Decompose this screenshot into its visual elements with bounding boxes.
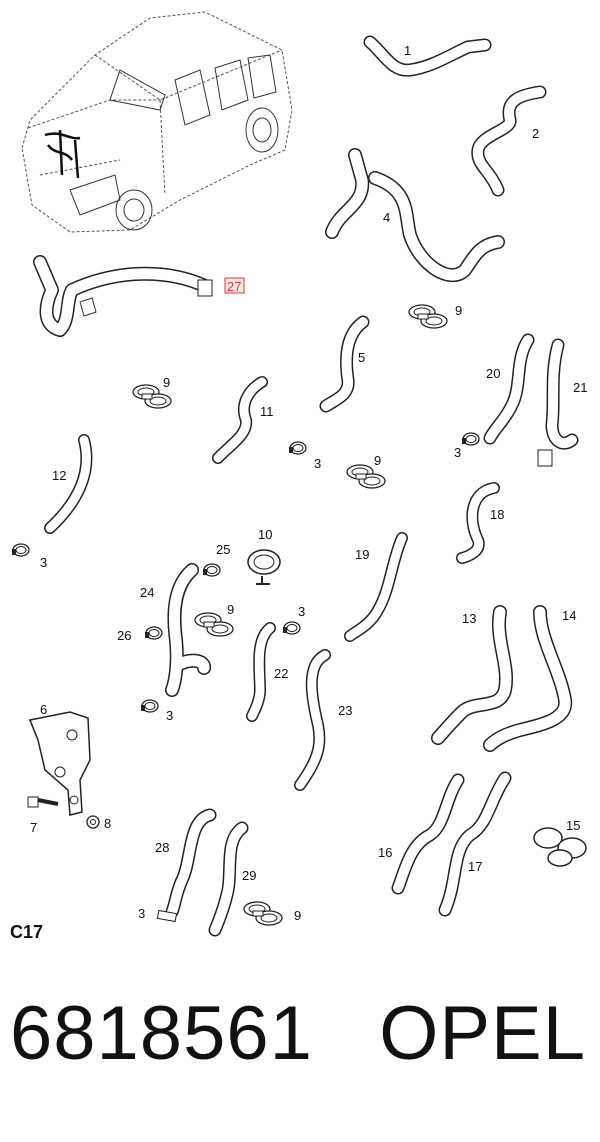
bracket-6 <box>28 711 91 816</box>
hose-17 <box>438 771 512 917</box>
label-20[interactable]: 20 <box>486 366 500 381</box>
hose-23 <box>294 649 331 791</box>
hose-4 <box>325 148 505 282</box>
bolt-7 <box>27 796 59 808</box>
label-3[interactable]: 3 <box>138 906 145 921</box>
label-15[interactable]: 15 <box>566 818 580 833</box>
hose-14 <box>483 605 573 752</box>
label-23[interactable]: 23 <box>338 703 352 718</box>
label-24[interactable]: 24 <box>140 585 154 600</box>
label-7[interactable]: 7 <box>30 820 37 835</box>
caption: 6818561 OPEL <box>0 996 600 1106</box>
label-9[interactable]: 9 <box>294 908 301 923</box>
label-14[interactable]: 14 <box>562 608 576 623</box>
callout-labels: 1 2 4 27 9 5 9 20 21 11 3 9 3 12 18 10 2… <box>10 43 587 942</box>
label-11[interactable]: 11 <box>260 404 274 419</box>
ring-clamp-25 <box>202 563 221 577</box>
label-2[interactable]: 2 <box>532 126 539 141</box>
ring-clamp-3 <box>461 432 480 446</box>
label-25[interactable]: 25 <box>216 542 230 557</box>
hose-1 <box>363 35 492 77</box>
hose-24 <box>165 563 211 697</box>
clip-10 <box>247 549 281 585</box>
hose-16 <box>391 773 465 895</box>
hose-22 <box>246 622 276 722</box>
label-29[interactable]: 29 <box>242 868 256 883</box>
ring-clamp-26 <box>144 626 163 640</box>
brand-name: OPEL <box>379 991 586 1076</box>
label-10[interactable]: 10 <box>258 527 272 542</box>
hose-27 <box>33 255 213 337</box>
hose-19 <box>344 532 408 642</box>
label-9[interactable]: 9 <box>227 602 234 617</box>
label-28[interactable]: 28 <box>155 840 169 855</box>
label-12[interactable]: 12 <box>52 468 66 483</box>
ring-clamp-3 <box>282 621 301 635</box>
label-4[interactable]: 4 <box>383 210 390 225</box>
hose-21 <box>537 338 579 467</box>
hose-5 <box>319 315 370 413</box>
hose-29 <box>208 821 249 937</box>
label-18[interactable]: 18 <box>490 507 504 522</box>
hose-20 <box>483 333 535 445</box>
clamp-9 <box>346 464 386 489</box>
hose-2 <box>471 85 547 197</box>
label-6[interactable]: 6 <box>40 702 47 717</box>
clamp-15 <box>533 827 587 867</box>
label-3[interactable]: 3 <box>40 555 47 570</box>
hose-28 <box>165 808 217 919</box>
label-22[interactable]: 22 <box>274 666 288 681</box>
parts-diagram: 1 2 4 27 9 5 9 20 21 11 3 9 3 12 18 10 2… <box>10 11 587 942</box>
label-3[interactable]: 3 <box>314 456 321 471</box>
label-26[interactable]: 26 <box>117 628 131 643</box>
label-3[interactable]: 3 <box>298 604 305 619</box>
hose-13 <box>431 605 513 745</box>
hose-18 <box>456 482 500 564</box>
label-19[interactable]: 19 <box>355 547 369 562</box>
ring-clamp-3 <box>156 909 178 923</box>
label-1[interactable]: 1 <box>404 43 411 58</box>
label-5[interactable]: 5 <box>358 350 365 365</box>
label-16[interactable]: 16 <box>378 845 392 860</box>
clamp-9 <box>243 901 283 926</box>
hose-12 <box>44 434 93 534</box>
label-9[interactable]: 9 <box>455 303 462 318</box>
hose-11 <box>212 376 268 464</box>
label-27[interactable]: 27 <box>227 279 241 294</box>
label-9[interactable]: 9 <box>374 453 381 468</box>
nut-8 <box>86 815 100 829</box>
label-3[interactable]: 3 <box>166 708 173 723</box>
car-illustration <box>21 11 293 233</box>
ring-clamp-3 <box>288 441 307 455</box>
label-17[interactable]: 17 <box>468 859 482 874</box>
highlight-box-27 <box>224 277 245 294</box>
label-9[interactable]: 9 <box>163 375 170 390</box>
clamp-9 <box>408 304 448 329</box>
label-21[interactable]: 21 <box>573 380 587 395</box>
label-13[interactable]: 13 <box>462 611 476 626</box>
ring-clamp-3 <box>140 699 159 713</box>
section-code: C17 <box>10 922 43 942</box>
label-8[interactable]: 8 <box>104 816 111 831</box>
ring-clamp-3 <box>11 543 30 557</box>
label-3[interactable]: 3 <box>454 445 461 460</box>
part-number: 6818561 <box>10 991 313 1076</box>
